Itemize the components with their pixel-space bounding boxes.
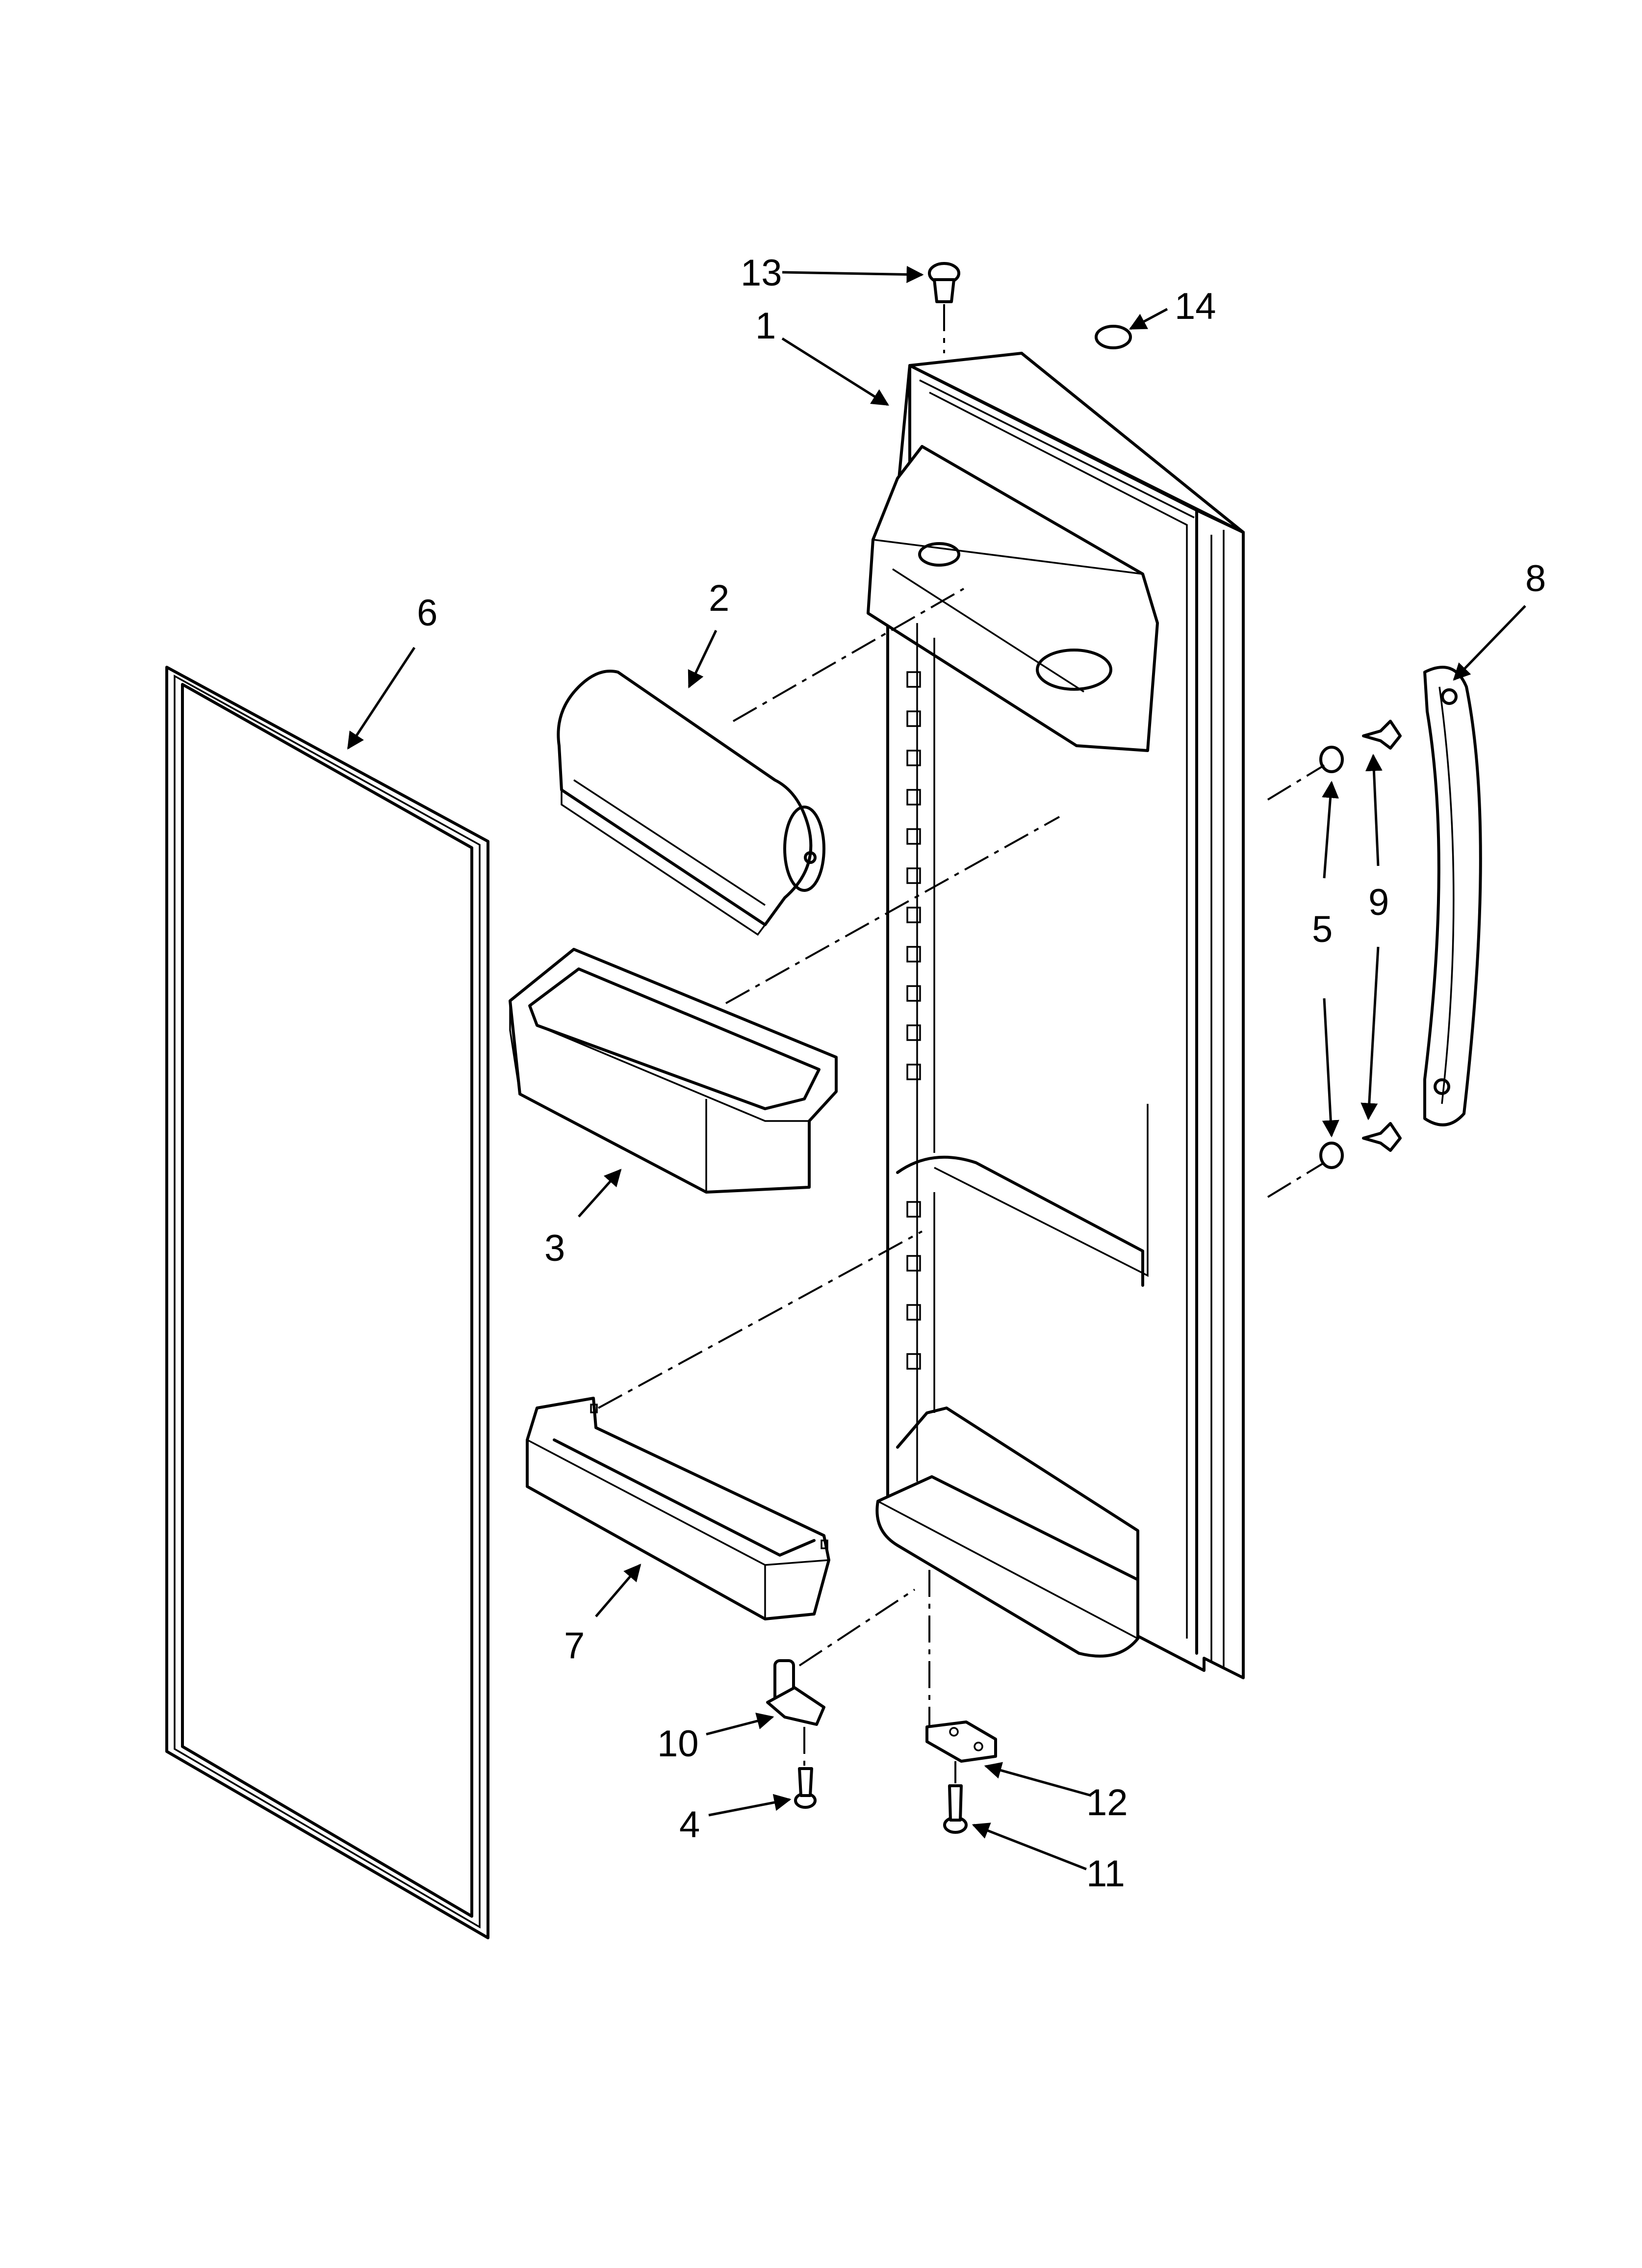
callout-labels: 13 1 14 2 6 8 5 9 3 7 10 4 12 11 [417,252,1546,1895]
screw-part [794,1767,817,1809]
callout-3: 3 [544,1227,565,1269]
callout-4: 4 [679,1804,700,1846]
liner-studs [906,671,921,1370]
dairy-door-part [557,670,825,936]
callout-2: 2 [709,577,729,619]
callout-14: 14 [1175,286,1216,327]
hinge-pin-part [766,1659,825,1726]
callout-9: 9 [1368,882,1389,923]
callout-1: 1 [755,305,776,347]
hinge-screw-part [943,1784,968,1834]
callout-5: 5 [1312,909,1333,950]
door-bin-part [509,948,838,1194]
callout-7: 7 [564,1625,585,1667]
handle-screw-parts [1362,720,1402,1152]
alignment-lines [598,304,1325,1783]
door-shelf-part [526,1397,830,1620]
callout-13: 13 [741,252,782,294]
callout-6: 6 [417,592,437,634]
callout-11: 11 [1086,1853,1125,1895]
hinge-bracket-part [925,1721,997,1763]
door-gasket-part [165,666,489,1939]
leader-arrows [347,265,1526,1871]
callout-12: 12 [1086,1782,1128,1824]
plug-button-part [928,262,960,303]
door-handle-part [1423,666,1482,1126]
callout-10: 10 [657,1723,699,1765]
o-ring-part [1095,325,1132,349]
handle-spacer-parts [1319,746,1344,1169]
callout-8: 8 [1525,558,1546,600]
door-liner-part [867,352,1245,1679]
